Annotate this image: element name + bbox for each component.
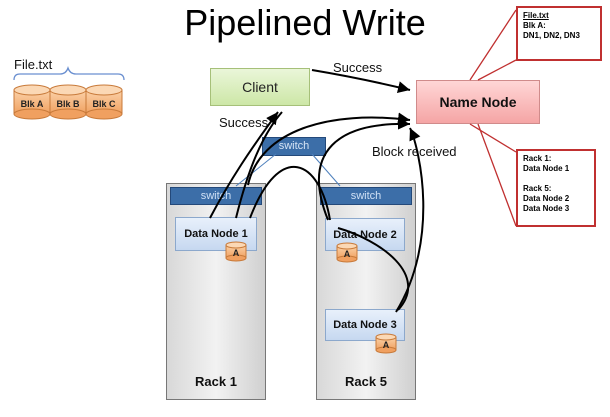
file-info-callout: File.txt Blk A: DN1, DN2, DN3 xyxy=(516,6,602,61)
callout-line-2b xyxy=(477,123,517,227)
data-node-2-label: Data Node 2 xyxy=(333,228,397,241)
rack-5-label: Rack 5 xyxy=(345,374,387,389)
file-label: File.txt xyxy=(14,57,53,72)
client-label: Client xyxy=(242,79,278,95)
data-node-3-label: Data Node 3 xyxy=(333,319,397,331)
block-c-label: Blk C xyxy=(92,99,116,109)
block-a-label: Blk A xyxy=(21,99,44,109)
diagram-title: Pipelined Write xyxy=(184,2,426,43)
data-node-1[interactable]: Data Node 1 xyxy=(175,217,257,251)
data-node-1-label: Data Node 1 xyxy=(184,228,248,240)
name-node-label: Name Node xyxy=(439,94,517,110)
callout-line-1b xyxy=(477,59,517,81)
rack-1-label: Rack 1 xyxy=(195,374,237,389)
data-node-3[interactable]: Data Node 3 xyxy=(325,309,405,341)
file-info-title: File.txt xyxy=(523,11,549,20)
rack-1-switch: switch xyxy=(170,187,262,205)
rack-info-line-5: Data Node 2 xyxy=(523,194,570,203)
rack-info-spacer xyxy=(523,174,589,184)
link-core-rack1 xyxy=(235,153,277,187)
block-c-cylinder: Blk C xyxy=(85,84,123,120)
rack-info-line-6: Data Node 3 xyxy=(523,204,570,213)
rack-1: switch Data Node 1 Rack 1 xyxy=(166,183,266,400)
success-label-left: Success xyxy=(219,115,269,130)
rack-5-switch: switch xyxy=(320,187,412,205)
client-node[interactable]: Client xyxy=(210,68,310,106)
callout-line-2a xyxy=(469,123,517,153)
core-switch: switch xyxy=(262,137,326,156)
rack-info-line-1: Rack 1: xyxy=(523,154,552,163)
rack-info-callout: Rack 1: Data Node 1 Rack 5: Data Node 2 … xyxy=(516,149,596,227)
data-node-2[interactable]: Data Node 2 xyxy=(325,218,405,251)
block-a-cylinder: Blk A xyxy=(13,84,51,120)
rack-info-line-2: Data Node 1 xyxy=(523,164,570,173)
block-b-label: Blk B xyxy=(56,99,80,109)
file-info-line-1: Blk A: xyxy=(523,21,546,30)
block-received-label: Block received xyxy=(372,144,457,159)
rack-5: switch Data Node 2 Data Node 3 Rack 5 xyxy=(316,183,416,400)
file-info-line-2: DN1, DN2, DN3 xyxy=(523,31,580,40)
success-label-top: Success xyxy=(333,60,383,75)
name-node[interactable]: Name Node xyxy=(416,80,540,124)
block-b-cylinder: Blk B xyxy=(49,84,87,120)
link-core-rack5 xyxy=(311,153,341,187)
rack-info-line-4: Rack 5: xyxy=(523,184,552,193)
